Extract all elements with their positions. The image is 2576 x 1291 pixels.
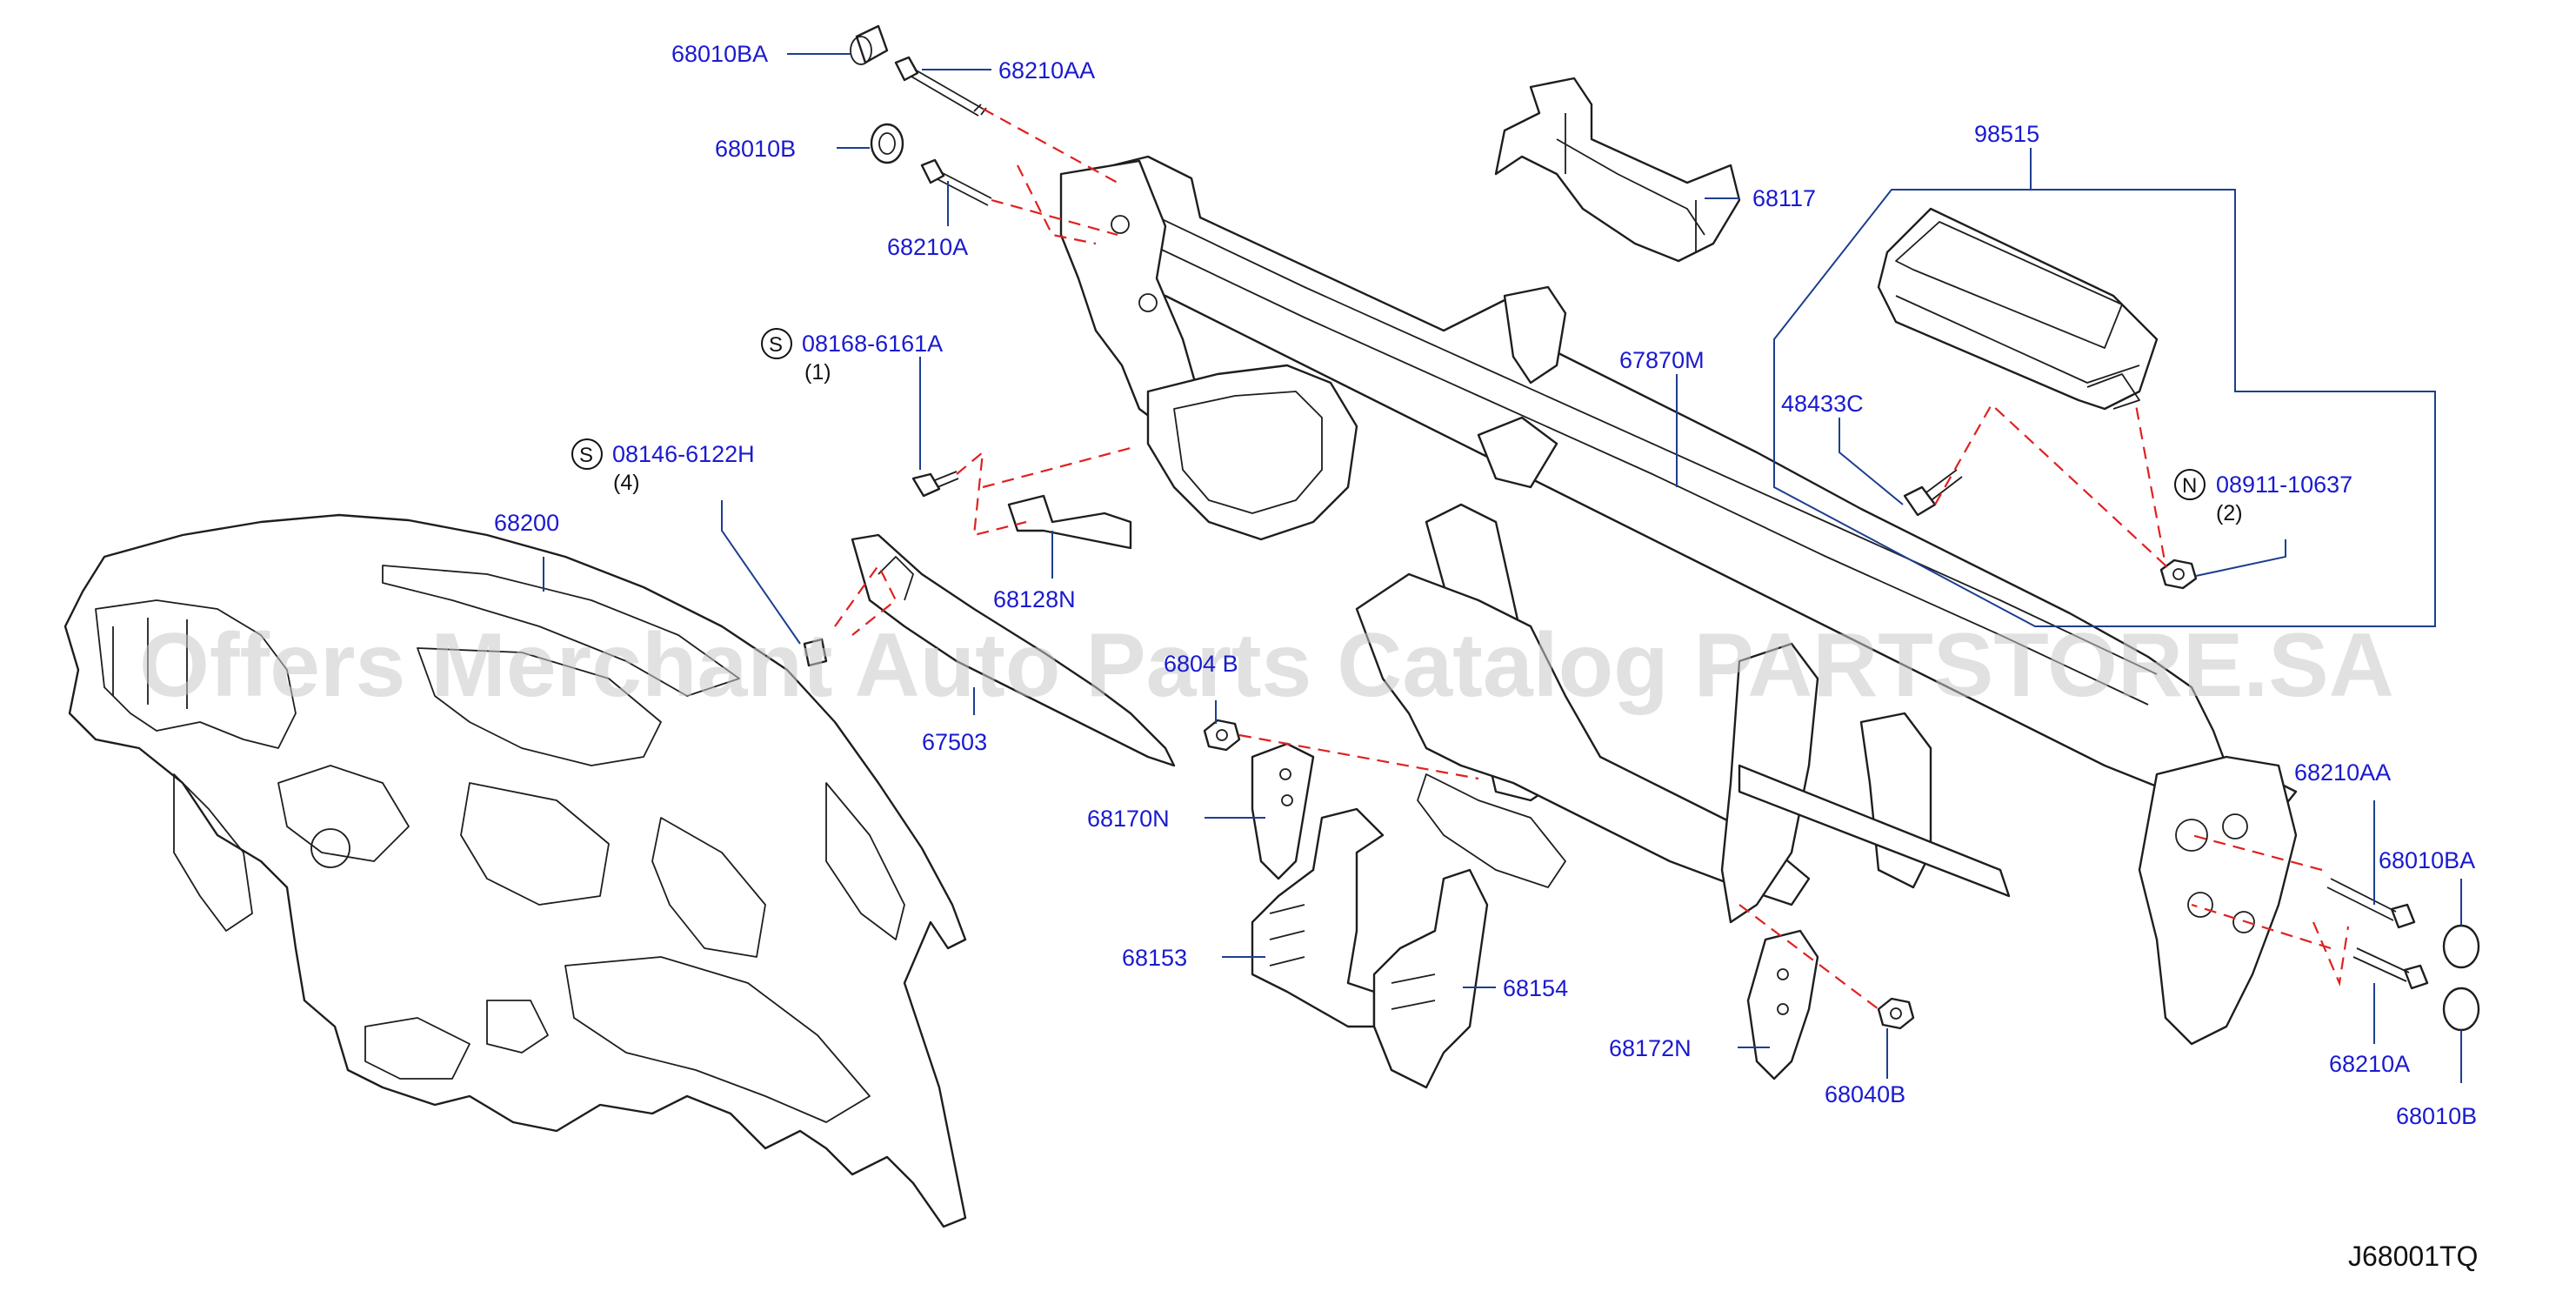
airbag-module-98515[interactable] (1877, 207, 2159, 411)
bolt-68210AA-left[interactable] (894, 56, 987, 117)
label-08146-6122H[interactable]: 08146-6122H (612, 441, 755, 467)
bolt-08168-6161A[interactable] (911, 471, 959, 498)
label-48433C[interactable]: 48433C (1781, 391, 1864, 417)
label-68117[interactable]: 68117 (1752, 185, 1816, 211)
label-68210AA-right[interactable]: 68210AA (2294, 759, 2391, 786)
symbol-letter: S (579, 444, 593, 467)
label-68172N[interactable]: 68172N (1609, 1035, 1692, 1061)
cap-68010B-right[interactable] (2442, 987, 2480, 1032)
qty-08911-10637: (2) (2216, 501, 2243, 525)
label-68210A-right[interactable]: 68210A (2329, 1051, 2410, 1077)
label-68153[interactable]: 68153 (1122, 945, 1187, 971)
bracket-68170N[interactable] (1251, 742, 1315, 880)
label-68170N[interactable]: 68170N (1087, 806, 1170, 832)
label-68010BA-right[interactable]: 68010BA (2379, 847, 2475, 873)
qty-08168-6161A: (1) (804, 360, 831, 385)
bracket-68128N[interactable] (1007, 494, 1132, 550)
nut-6804B[interactable] (1203, 719, 1241, 752)
label-68010BA-left[interactable]: 68010BA (671, 41, 768, 67)
label-98515[interactable]: 98515 (1974, 121, 2039, 147)
leader-lines (543, 53, 2462, 1083)
cap-68010B-left[interactable] (870, 123, 904, 164)
bolt-68210A-right[interactable] (2352, 947, 2429, 990)
label-68210A-left[interactable]: 68210A (887, 234, 968, 260)
bracket-67503[interactable] (851, 533, 1176, 767)
label-08911-10637[interactable]: 08911-10637 (2216, 472, 2352, 498)
bracket-68172N[interactable] (1746, 929, 1819, 1080)
label-6804B[interactable]: 6804 B (1164, 651, 1238, 677)
diagram-code: J68001TQ (2348, 1241, 2478, 1272)
nut-symbol (2174, 469, 2206, 500)
steering-member-67870M[interactable] (1059, 155, 2298, 1046)
watermark-text: Offers Merchant Auto Parts Catalog PARTS… (139, 615, 2394, 716)
cap-68010BA-left[interactable] (850, 24, 889, 65)
bracket-68117[interactable] (1494, 77, 1741, 263)
label-68010B-left[interactable]: 68010B (715, 136, 796, 162)
label-68210AA-left[interactable]: 68210AA (998, 57, 1095, 84)
symbol-letter: N (2182, 474, 2197, 498)
bolt-68210AA-right[interactable] (2326, 878, 2416, 929)
label-08168-6161A[interactable]: 08168-6161A (802, 331, 943, 357)
bolt-48433C[interactable] (1903, 469, 1963, 517)
standard-part-symbol (761, 328, 792, 359)
label-68040B[interactable]: 68040B (1825, 1081, 1905, 1107)
standard-part-symbol (571, 438, 603, 470)
label-68200[interactable]: 68200 (494, 510, 559, 536)
clip-08146-6122H[interactable] (803, 638, 828, 667)
instrument-panel-68200[interactable] (63, 513, 967, 1228)
label-67503[interactable]: 67503 (922, 729, 987, 755)
bracket-68154[interactable] (1372, 868, 1489, 1089)
label-67870M[interactable]: 67870M (1619, 347, 1705, 373)
qty-08146-6122H: (4) (613, 471, 640, 495)
assembly-dash-lines (834, 108, 2350, 1010)
nut-68040B[interactable] (1877, 997, 1915, 1030)
callout-labels: 68010BA 68210AA 68010B 68210A S 08168-61… (494, 41, 2477, 1129)
label-68128N[interactable]: 68128N (993, 586, 1076, 612)
label-68154[interactable]: 68154 (1503, 975, 1568, 1001)
symbol-letter: S (769, 333, 783, 357)
bolt-68210A-left[interactable] (920, 158, 992, 206)
nut-08911-10637[interactable] (2159, 559, 2198, 590)
cap-68010BA-right[interactable] (2442, 924, 2480, 969)
label-68010B-right[interactable]: 68010B (2396, 1103, 2477, 1129)
